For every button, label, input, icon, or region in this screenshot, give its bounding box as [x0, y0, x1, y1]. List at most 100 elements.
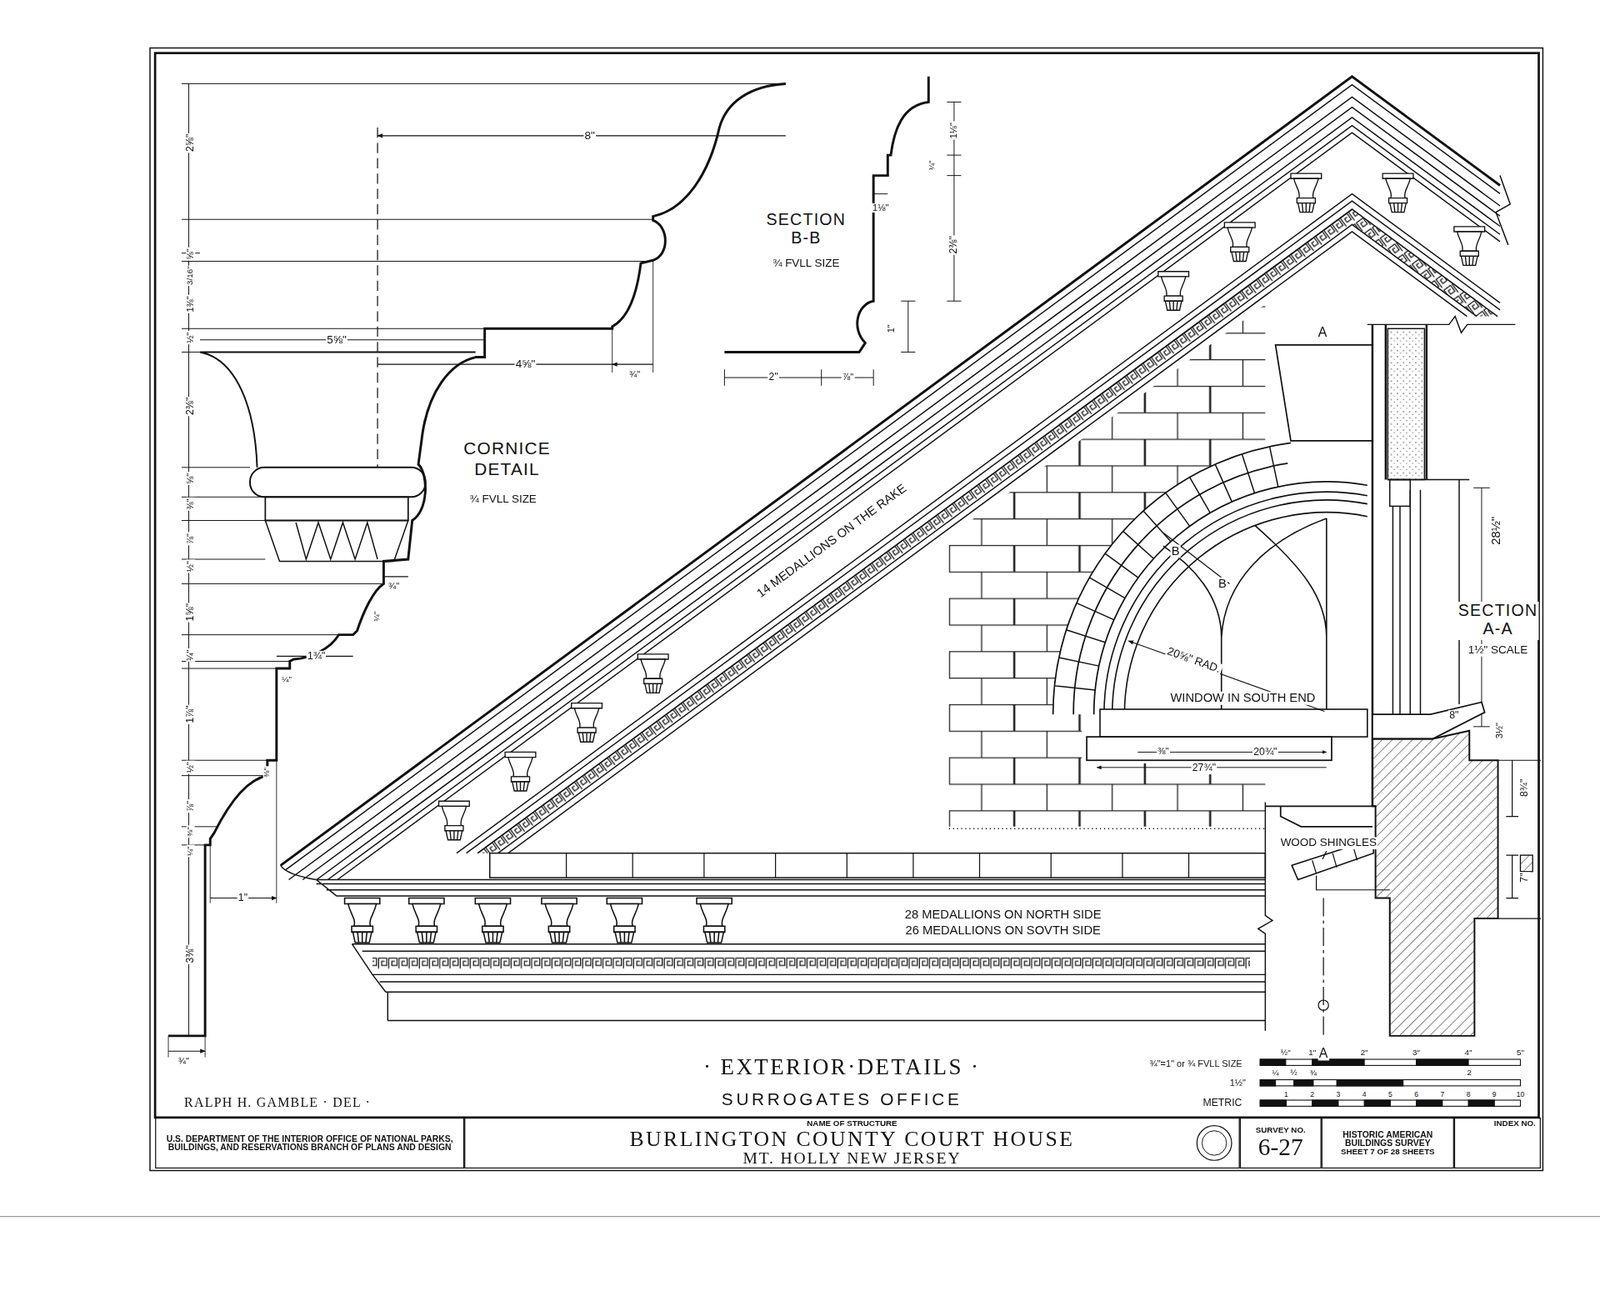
medallion	[345, 898, 380, 944]
dimension-label: ½"	[1280, 1049, 1292, 1058]
window-head	[1390, 480, 1410, 507]
dimension-label: 3"	[1411, 1049, 1421, 1058]
dimension-label: 1⅛"	[871, 203, 890, 214]
note-label: A	[1318, 1045, 1330, 1060]
medallion	[475, 898, 510, 944]
dimension-label: 10	[1515, 1090, 1525, 1098]
cornice-section	[1265, 805, 1375, 826]
title-block-text: MT. HOLLY NEW JERSEY	[743, 1150, 962, 1167]
dimension-label: 1¾"	[306, 650, 327, 662]
dimension-label: 1"	[886, 323, 897, 334]
cornice-blocks	[490, 853, 1266, 878]
dimension-label: ⅜"	[263, 766, 272, 779]
dimension-label: ½	[1289, 1069, 1299, 1078]
dimension-label: 3½"	[1495, 721, 1505, 740]
dimension-label: 1⅛"	[949, 121, 960, 140]
dimension-label: 2"	[1359, 1049, 1369, 1058]
rake-fret	[477, 209, 1498, 854]
dimension-label: ¾"	[387, 581, 401, 592]
shingle-lines	[1312, 845, 1390, 890]
draftsman-signature: RALPH H. GAMBLE · DEL ·	[183, 1095, 372, 1110]
scale-fill	[1260, 1059, 1469, 1065]
dimension-label: ¼"	[280, 675, 293, 684]
dimension-label: 8¾"	[1519, 777, 1530, 798]
break-line	[1258, 801, 1273, 1030]
dimension-label: 3/16"	[186, 265, 195, 286]
dimension-label: ¼	[1270, 1069, 1280, 1078]
scale-fill	[1260, 1100, 1495, 1106]
dimension-label: 1"	[237, 892, 250, 904]
scale-fill	[1260, 1080, 1403, 1086]
modillion-block	[265, 496, 408, 520]
medallion	[1158, 271, 1190, 311]
dimension-label: ¼"	[186, 845, 195, 857]
title-block-text: BURLINGTON COUNTY COURT HOUSE	[629, 1128, 1075, 1150]
dimension-label: ⅝"	[185, 472, 196, 486]
section-b-b	[724, 76, 961, 386]
dimension-label: ½"	[185, 331, 196, 345]
scale-bars	[1260, 1059, 1520, 1106]
title-block-text: INDEX NO.	[1494, 1119, 1536, 1128]
dimension-label: ⅜"	[1156, 747, 1170, 758]
stone-sill	[1086, 736, 1332, 760]
medallion	[1382, 173, 1414, 213]
masonry-stipple	[1387, 328, 1425, 480]
medallion	[541, 898, 577, 944]
detail-title: SECTION B-B	[765, 210, 847, 249]
note-label: METRIC	[1201, 1097, 1243, 1109]
medallion	[439, 800, 470, 840]
dimension-label: 8"	[583, 130, 596, 142]
hatched-wall	[1372, 730, 1499, 1036]
note-label: 28 MEDALLIONS ON NORTH SIDE	[904, 907, 1103, 920]
title-block-text: SHEET 7 OF 28 SHEETS	[1340, 1147, 1435, 1156]
bottom-rail	[1100, 709, 1368, 737]
medallion	[505, 751, 536, 791]
dimension-label: 7	[1439, 1090, 1445, 1098]
dimension-label: 4"	[1463, 1049, 1473, 1058]
note-label: 1½"	[1228, 1079, 1247, 1090]
dimension-label: 1⅞"	[185, 704, 197, 725]
scale-bar	[1260, 1100, 1520, 1106]
keystone	[1275, 345, 1373, 441]
note-label: 26 MEDALLIONS ON SOVTH SIDE	[904, 924, 1102, 937]
medallion	[606, 898, 642, 944]
survey-number-box: SURVEY NO.6-27	[1240, 1117, 1322, 1169]
dimension-label: ⅞"	[841, 372, 855, 383]
title-block-text: HISTORIC AMERICAN BUILDINGS SURVEY	[1326, 1130, 1450, 1148]
centerline-symbol	[1318, 1000, 1329, 1010]
detail-title: CORNICE DETAIL	[462, 439, 552, 480]
dimension-label: 1⅜"	[185, 295, 196, 314]
dimension-label: ¼"	[373, 610, 382, 623]
note-label: WINDOW IN SOUTH END	[1169, 691, 1316, 705]
dimension-label: ⅜"	[186, 825, 195, 838]
title-block-text: 6-27	[1258, 1135, 1304, 1160]
dimension-label: 5	[1387, 1090, 1394, 1098]
dimension-label: ⅞"	[185, 800, 196, 814]
seal	[1196, 1125, 1232, 1161]
fret-band	[372, 955, 1250, 970]
section-cut-line	[1163, 532, 1230, 584]
title-block-text: NAME OF STRUCTURE	[806, 1119, 897, 1128]
index-box: INDEX NO.	[1454, 1117, 1541, 1169]
dentils	[265, 520, 408, 561]
dimension-label: 2	[1309, 1090, 1315, 1098]
dimension-label: 9	[1491, 1090, 1498, 1098]
anchor-block	[1520, 855, 1533, 872]
ground-line	[949, 828, 1266, 830]
sheet-title: · EXTERIOR·DETAILS ·	[702, 1054, 982, 1078]
note-label: ¾"=1" or ¾ FVLL SIZE	[1148, 1059, 1244, 1070]
dimension-label: 5⅝"	[325, 334, 348, 346]
dimension-label: 1"	[1307, 1049, 1317, 1058]
note-label: B	[1217, 577, 1228, 590]
dimension-label: 4	[1361, 1090, 1368, 1098]
dimension-label: ⅝"	[185, 247, 196, 261]
window-section	[1387, 480, 1470, 715]
agency-box: U.S. DEPARTMENT OF THE INTERIOR OFFICE O…	[155, 1117, 465, 1169]
dimension-label: 3	[1335, 1090, 1341, 1098]
window	[1053, 345, 1373, 768]
note-label: WOOD SHINGLES	[1279, 836, 1378, 849]
cornice-lines	[316, 880, 1266, 1021]
rake-line	[285, 85, 1500, 880]
block-joints	[566, 853, 1190, 878]
